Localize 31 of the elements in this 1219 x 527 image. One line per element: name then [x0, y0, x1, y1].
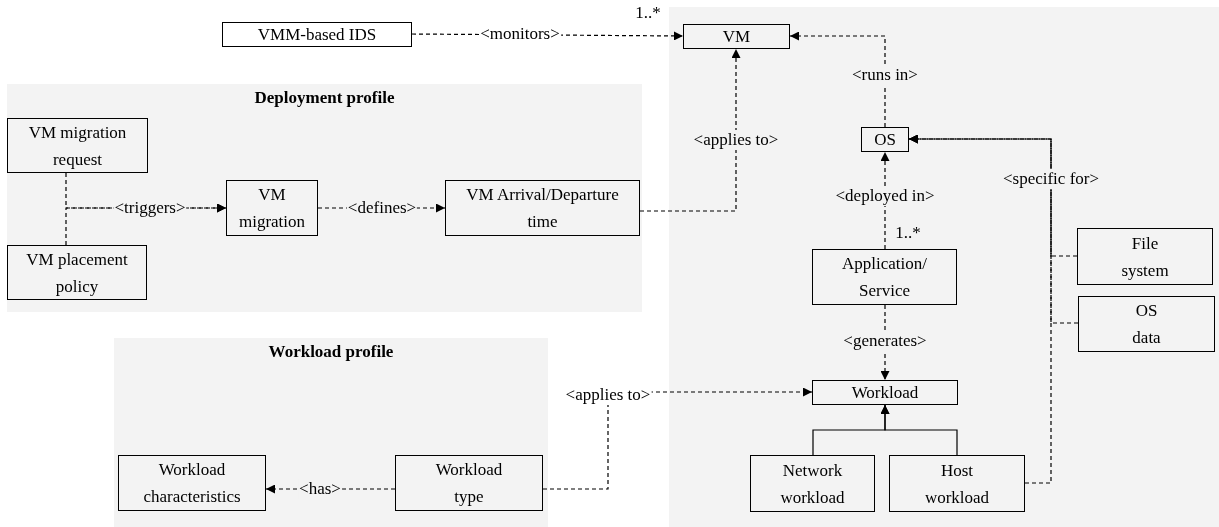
- class-box: Workload characteristics: [118, 455, 266, 511]
- class-box: VM migration: [226, 180, 318, 236]
- edge-label: <specific for>: [1001, 169, 1101, 189]
- class-box: VM migration request: [7, 118, 148, 173]
- edge-label: <applies to>: [564, 385, 652, 405]
- class-box: OS data: [1078, 296, 1215, 352]
- class-box: Application/ Service: [812, 249, 957, 305]
- arrow: [908, 134, 1052, 484]
- edge-label: <deployed in>: [834, 186, 936, 206]
- group-panel: [669, 7, 1219, 527]
- arrow: [639, 48, 741, 212]
- class-box: File system: [1077, 228, 1213, 285]
- class-box: VM: [683, 24, 790, 49]
- class-box: VM placement policy: [7, 245, 147, 300]
- panel-title: Workload profile: [267, 342, 395, 362]
- edge-label: <generates>: [842, 331, 928, 351]
- arrow: [880, 404, 958, 456]
- group-panel: [7, 84, 642, 312]
- arrow: [789, 31, 886, 128]
- class-box: Workload: [812, 380, 958, 405]
- arrow: [880, 151, 890, 250]
- edge-label: <runs in>: [851, 65, 919, 85]
- panel-title: Deployment profile: [253, 88, 396, 108]
- group-panel: [114, 338, 548, 527]
- class-box: Host workload: [889, 455, 1025, 512]
- class-box: VMM-based IDS: [222, 22, 412, 47]
- edge-label: <applies to>: [692, 130, 780, 150]
- class-box: VM Arrival/Departure time: [445, 180, 640, 236]
- class-box: OS: [861, 127, 909, 152]
- class-box: Network workload: [750, 455, 875, 512]
- class-box: Workload type: [395, 455, 543, 511]
